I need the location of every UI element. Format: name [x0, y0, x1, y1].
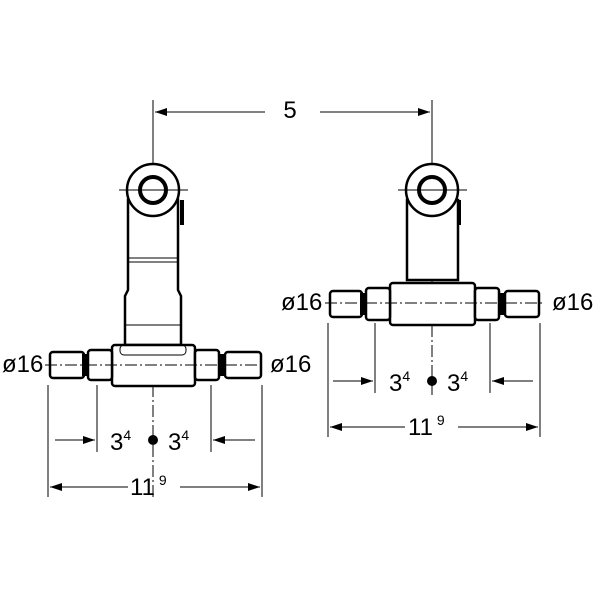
svg-text:34: 34	[110, 427, 131, 456]
spacing-label: 5	[283, 97, 296, 124]
left-fitting-left-diameter: ø16	[2, 351, 43, 378]
left-fitting-right-diameter: ø16	[270, 351, 311, 378]
svg-text:34: 34	[389, 368, 410, 397]
center-point	[427, 376, 437, 386]
svg-text:34: 34	[447, 368, 468, 397]
spacing-dimension: 5	[152, 97, 433, 165]
svg-text:34: 34	[168, 427, 189, 456]
right-fitting-left-diameter: ø16	[281, 289, 322, 316]
right-fitting-right-diameter: ø16	[552, 289, 593, 316]
center-point	[148, 435, 158, 445]
